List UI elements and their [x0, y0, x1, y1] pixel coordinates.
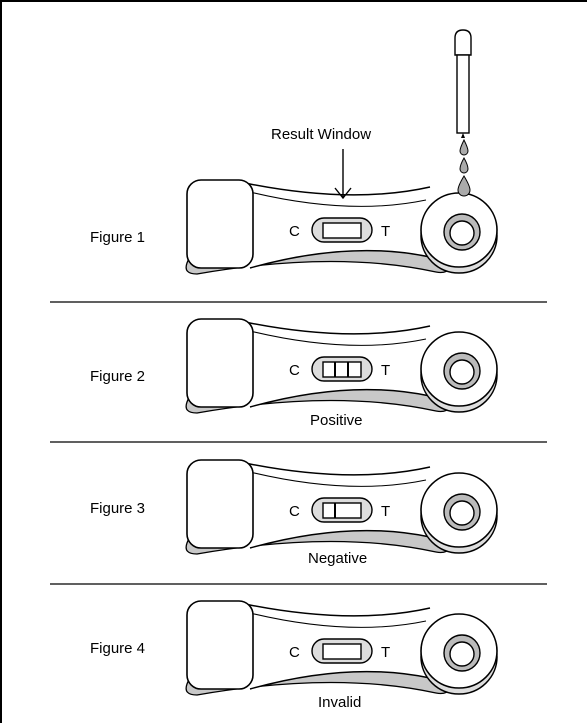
figure-label: Figure 1 — [90, 229, 145, 246]
test-cassette — [185, 600, 498, 696]
test-label: T — [381, 503, 390, 520]
figure-2: Figure 2 C T Positive — [90, 318, 498, 429]
figure-label: Figure 3 — [90, 500, 145, 517]
control-label: C — [289, 362, 300, 379]
dropper-icon — [454, 29, 472, 138]
test-cassette — [185, 318, 498, 414]
test-cassette — [185, 459, 498, 555]
arrow-down-icon — [334, 149, 352, 200]
test-label: T — [381, 644, 390, 661]
figure-label: Figure 2 — [90, 368, 145, 385]
test-label: T — [381, 223, 390, 240]
result-caption: Invalid — [318, 694, 361, 711]
result-lines — [334, 362, 349, 377]
control-label: C — [289, 644, 300, 661]
test-cassette — [185, 179, 498, 275]
drop-icon — [457, 138, 471, 197]
figure-1: Figure 1 C T Result Window — [90, 29, 498, 275]
figure-3: Figure 3 C T Negative — [90, 459, 498, 567]
result-window-label: Result Window — [271, 126, 371, 143]
control-label: C — [289, 223, 300, 240]
result-caption: Positive — [310, 412, 363, 429]
figure-label: Figure 4 — [90, 640, 145, 657]
control-label: C — [289, 503, 300, 520]
result-caption: Negative — [308, 550, 367, 567]
figure-4: Figure 4 C T Invalid — [90, 600, 498, 711]
test-label: T — [381, 362, 390, 379]
